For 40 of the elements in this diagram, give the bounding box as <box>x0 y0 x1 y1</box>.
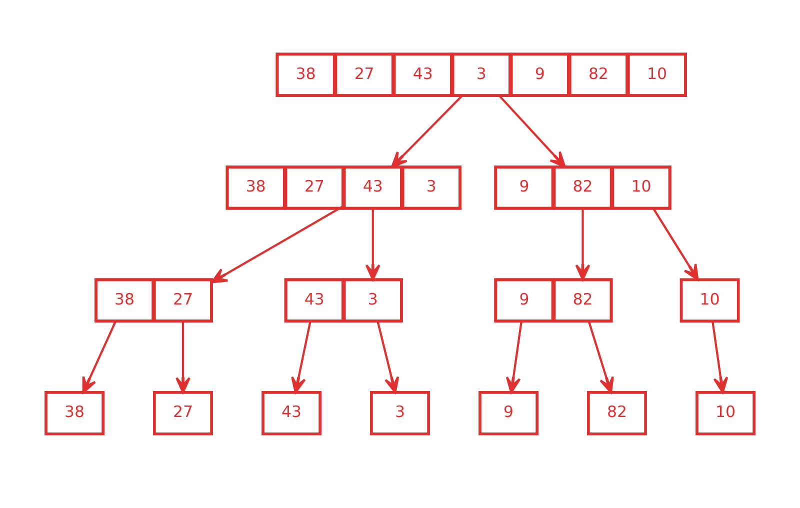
node-box: 3 <box>401 165 462 210</box>
node-box: 38 <box>276 52 336 97</box>
arrow <box>652 208 699 281</box>
arrow <box>176 321 190 394</box>
node-box: 3 <box>370 391 430 436</box>
node-box: 27 <box>334 52 394 97</box>
node-box: 82 <box>568 52 628 97</box>
node-box: 27 <box>284 165 344 210</box>
arrow <box>588 321 614 394</box>
node-box: 82 <box>552 278 613 323</box>
node-box: 38 <box>226 165 286 210</box>
node-box: 9 <box>478 391 538 436</box>
node-box: 9 <box>510 52 570 97</box>
node-box: 10 <box>680 278 740 323</box>
arrow <box>575 208 590 281</box>
node-box: 43 <box>284 278 344 323</box>
node-box: 27 <box>153 391 213 436</box>
node-box: 27 <box>153 278 213 323</box>
node-box: 43 <box>262 391 322 436</box>
node-box: 10 <box>627 52 687 97</box>
arrow <box>365 208 380 281</box>
node-box: 3 <box>451 52 512 97</box>
node-box: 43 <box>392 52 453 97</box>
node-box: 43 <box>342 165 403 210</box>
node-box: 82 <box>587 391 647 436</box>
node-box: 82 <box>552 165 613 210</box>
node-box: 9 <box>494 165 554 210</box>
node-box: 38 <box>94 278 154 323</box>
arrow <box>391 95 463 168</box>
node-box: 10 <box>611 165 672 210</box>
node-box: 3 <box>342 278 403 323</box>
arrow <box>712 321 728 394</box>
arrow <box>291 321 312 394</box>
node-box: 9 <box>494 278 554 323</box>
arrow <box>376 321 400 394</box>
arrow <box>82 321 116 394</box>
node-box: 10 <box>696 391 756 436</box>
arrow <box>498 95 566 168</box>
node-box: 38 <box>44 391 104 436</box>
arrow <box>506 321 522 394</box>
